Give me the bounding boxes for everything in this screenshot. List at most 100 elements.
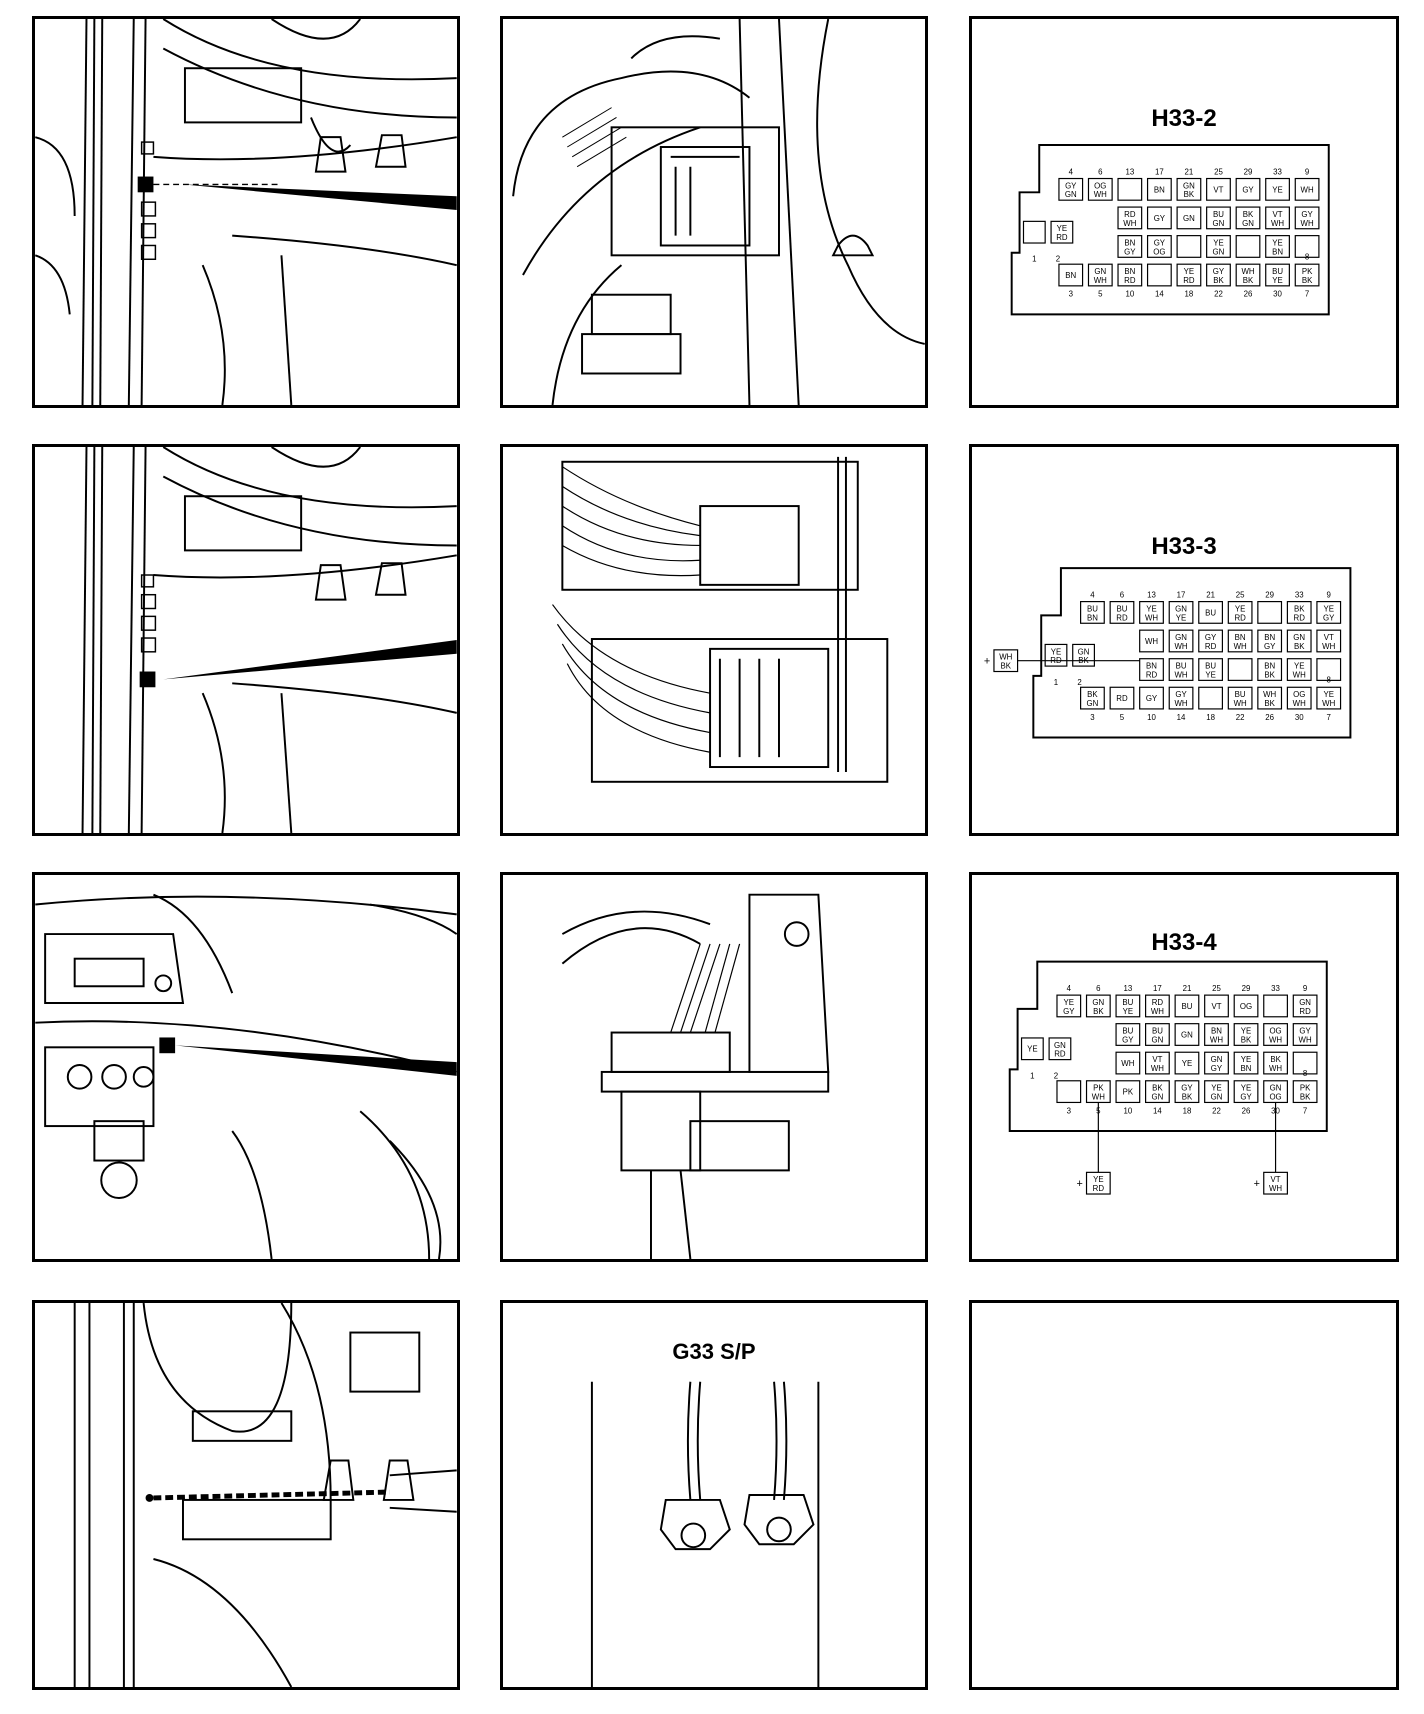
wire-color: BU xyxy=(1152,1027,1163,1036)
pin-number: 26 xyxy=(1242,1106,1251,1115)
pin-cavity xyxy=(1286,601,1312,624)
pin-cavity xyxy=(1056,994,1082,1018)
pin-cavity xyxy=(1174,1080,1200,1104)
wire-color: BK xyxy=(1152,1084,1163,1093)
wire-color: GN xyxy=(1242,219,1254,228)
pin-cavity xyxy=(1168,658,1194,681)
pin-number: 17 xyxy=(1153,984,1162,993)
external-wire-color: RD xyxy=(1093,1184,1105,1193)
wire-color: BN xyxy=(1065,271,1076,280)
wire-color: GN xyxy=(1183,214,1195,223)
pin-cavity xyxy=(1206,177,1231,201)
connector-photo-1 xyxy=(500,16,928,408)
pin-cavity xyxy=(1174,1051,1200,1075)
wire-color: WH xyxy=(1094,190,1107,199)
pin-number: 9 xyxy=(1303,984,1307,993)
wire-color: PK xyxy=(1300,1084,1311,1093)
wire-color: RD xyxy=(1124,210,1136,219)
dashboard-left-drawing xyxy=(81,447,457,833)
connector-title: H33-3 xyxy=(1151,533,1217,560)
wire-color: BN xyxy=(1235,633,1246,642)
pin-cavity xyxy=(1316,601,1342,624)
wire-color: BU xyxy=(1181,1002,1192,1011)
wire-color: WH xyxy=(1210,1035,1223,1044)
wire-color: GN xyxy=(1092,998,1104,1007)
wire-color: BK xyxy=(1241,1035,1252,1044)
wire-color: RD xyxy=(1056,233,1068,242)
wire-color: WH xyxy=(1271,219,1284,228)
pin-number: 17 xyxy=(1155,168,1164,177)
pin-cavity xyxy=(1139,601,1164,624)
location-view-2 xyxy=(32,444,460,836)
pin-cavity xyxy=(1022,220,1046,244)
pin-cavity xyxy=(1227,601,1253,624)
pin-cavity xyxy=(1204,1051,1229,1075)
pin-cavity xyxy=(1265,206,1290,230)
wire-color: YE xyxy=(1184,267,1194,276)
wire-color: BN xyxy=(1211,1027,1222,1036)
wire-color: GN xyxy=(1213,247,1225,256)
wire-color: GY xyxy=(1154,238,1166,247)
pin-cavity xyxy=(1117,263,1143,287)
pin-number: 29 xyxy=(1265,591,1274,600)
wire-color: GY xyxy=(1301,210,1313,219)
wire-color: YE xyxy=(1241,1027,1251,1036)
connector-housing xyxy=(1008,960,1328,1132)
wire-color: RD xyxy=(1116,694,1128,703)
empty-panel xyxy=(969,1300,1399,1690)
pin-number: 13 xyxy=(1125,168,1134,177)
wire-color: BK xyxy=(1243,276,1254,285)
wire-color: WH xyxy=(1269,1064,1282,1073)
wire-color: BU xyxy=(1272,267,1283,276)
wire-color: OG xyxy=(1240,1002,1252,1011)
pin-cavity xyxy=(1176,206,1202,230)
pin-cavity xyxy=(1292,1023,1318,1046)
wire-color: YE xyxy=(1213,238,1223,247)
pin-cavity xyxy=(1058,263,1084,287)
wire-color: OG xyxy=(1269,1027,1281,1036)
photo-title: G33 S/P xyxy=(672,1339,756,1364)
wire-color: GY xyxy=(1211,1064,1223,1073)
pin-number: 1 xyxy=(1030,1071,1034,1080)
wire-color: RD xyxy=(1205,642,1217,651)
wire-color: GN xyxy=(1054,1041,1066,1050)
wire-color: WH xyxy=(1301,219,1314,228)
pin-cavity xyxy=(1020,1037,1044,1061)
wire-color: BU xyxy=(1117,604,1128,613)
wire-color: BK xyxy=(1093,1007,1104,1016)
pin-number: 2 xyxy=(1054,1071,1058,1080)
wire-color: WH xyxy=(1174,670,1187,679)
pin-number: 17 xyxy=(1177,591,1186,600)
external-wire-box xyxy=(1085,1171,1111,1195)
pin-number: 6 xyxy=(1098,168,1103,177)
wire-color: WH xyxy=(1094,276,1107,285)
wire-color: WH xyxy=(1174,642,1187,651)
polarity-sign: + xyxy=(1076,1178,1082,1190)
pin-number: 18 xyxy=(1183,1106,1192,1115)
wire-color: PK xyxy=(1123,1088,1134,1097)
wire-color: BK xyxy=(1182,1092,1193,1101)
pin-cavity xyxy=(1050,220,1074,244)
wire-color: WH xyxy=(1145,637,1158,646)
connector-title: H33-2 xyxy=(1151,105,1217,132)
pin-cavity xyxy=(1206,235,1231,258)
connector-photo-3 xyxy=(500,872,928,1262)
pin-cavity xyxy=(1257,658,1283,681)
pin-number: 22 xyxy=(1236,713,1245,722)
pin-number: 6 xyxy=(1096,984,1101,993)
wire-color: WH xyxy=(1151,1007,1164,1016)
pin-number: 10 xyxy=(1147,713,1156,722)
wire-color: YE xyxy=(1294,662,1304,671)
pin-cavity xyxy=(1294,206,1320,230)
external-wire-color: WH xyxy=(1269,1184,1282,1193)
wire-color: YE xyxy=(1051,647,1061,656)
pin-cavity xyxy=(1139,686,1164,710)
wire-color: YE xyxy=(1241,1084,1251,1093)
wire-color: VT xyxy=(1213,185,1223,194)
wire-color: GY xyxy=(1122,1035,1134,1044)
pin-cavity xyxy=(1085,994,1111,1018)
pin-number: 7 xyxy=(1327,713,1331,722)
pin-cavity xyxy=(1263,1023,1288,1046)
